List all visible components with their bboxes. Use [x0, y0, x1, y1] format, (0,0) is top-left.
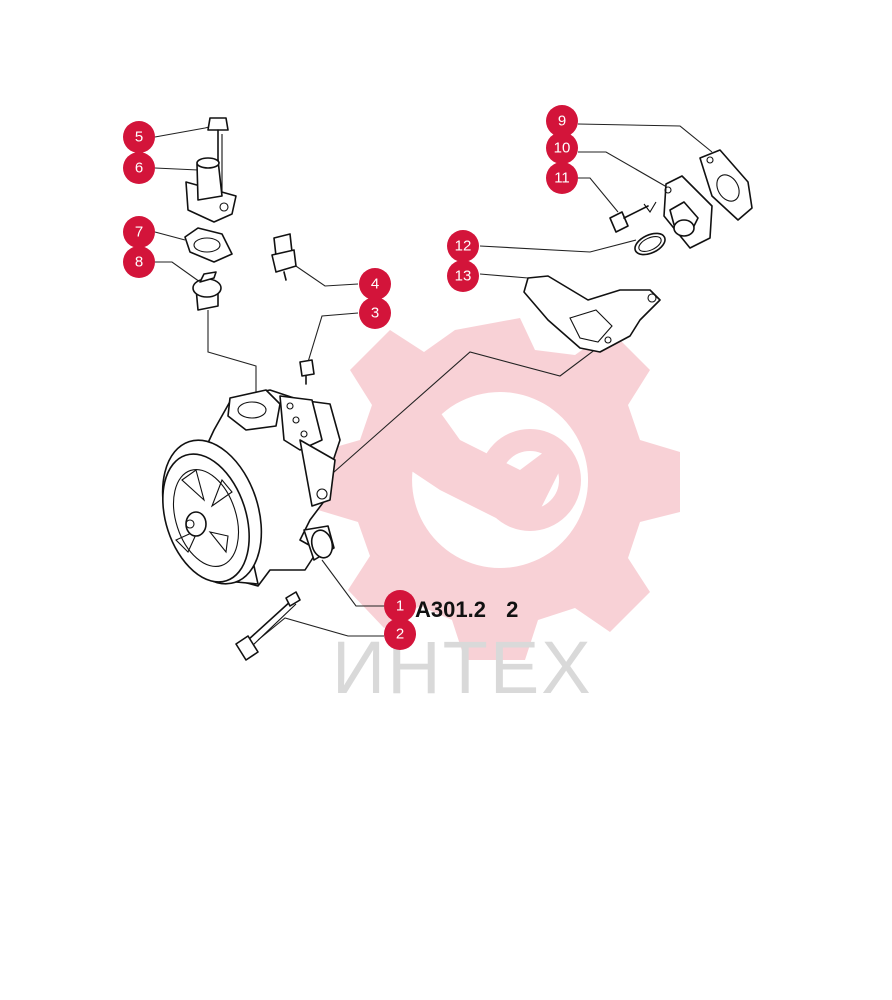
leader-2	[257, 617, 384, 641]
callout-4[interactable]: 4	[359, 268, 391, 300]
callout-3[interactable]: 3	[359, 297, 391, 329]
callout-7[interactable]: 7	[123, 216, 155, 248]
callout-5-label: 5	[135, 129, 143, 146]
gasket-plate-part-13	[523, 275, 661, 353]
flange-assembly-parts-9-12	[609, 149, 753, 256]
callout-12[interactable]: 12	[447, 230, 479, 262]
leader-4	[289, 261, 359, 287]
callout-13-label: 13	[455, 268, 472, 285]
leader-8-down	[207, 310, 257, 410]
callout-8-label: 8	[135, 254, 143, 271]
callout-3-label: 3	[371, 305, 379, 322]
callout-4-label: 4	[371, 276, 379, 293]
callout-10[interactable]: 10	[546, 132, 578, 164]
watermark-wrench-head	[479, 429, 581, 531]
leader-9	[577, 123, 713, 153]
callout-7-label: 7	[135, 224, 143, 241]
callout-11-label: 11	[554, 170, 570, 187]
outlet-elbow-part-6	[185, 157, 237, 223]
leader-10	[578, 151, 673, 191]
sensor-part-4	[271, 233, 297, 281]
leader-3	[307, 312, 359, 363]
callout-6[interactable]: 6	[123, 152, 155, 184]
leader-6	[154, 167, 199, 171]
part-code-suffix: 2	[506, 597, 518, 622]
leader-11	[578, 177, 619, 213]
watermark-gear	[318, 318, 680, 660]
callout-6-label: 6	[135, 160, 143, 177]
watermark-text: ИНТЕХ	[332, 626, 593, 709]
callout-1[interactable]: 1	[384, 590, 416, 622]
callout-5[interactable]: 5	[123, 121, 155, 153]
part-code-label: A301.2 2	[415, 597, 518, 622]
flange-gasket-part-9	[699, 149, 753, 221]
leader-12	[479, 239, 637, 253]
thermostat-part-8	[192, 271, 222, 311]
callout-11[interactable]: 11	[546, 162, 578, 194]
callout-9-label: 9	[558, 113, 566, 130]
watermark-wrench	[395, 405, 560, 520]
bolt-part-11	[609, 201, 657, 233]
leader-5	[154, 125, 214, 138]
callout-2-label: 2	[396, 626, 404, 643]
callout-10-label: 10	[554, 140, 571, 157]
callout-2[interactable]: 2	[384, 618, 416, 650]
o-ring-part-12	[634, 232, 666, 256]
pump-pulley	[161, 439, 263, 585]
callout-9[interactable]: 9	[546, 105, 578, 137]
callout-1-label: 1	[396, 598, 404, 615]
leader-7	[154, 231, 186, 241]
callout-12-label: 12	[455, 238, 472, 255]
sensor-part-3	[299, 359, 315, 385]
part-code: A301.2	[415, 597, 486, 622]
leader-13	[479, 273, 529, 279]
leader-1	[321, 559, 384, 607]
callout-13[interactable]: 13	[447, 260, 479, 292]
callouts: 1 2 3 4 5 6 7 8 9 10 11 12 13	[123, 105, 578, 650]
leader-8	[155, 261, 201, 283]
long-bolt-part-2	[235, 591, 301, 661]
callout-8[interactable]: 8	[123, 246, 155, 278]
watermark-logo	[318, 318, 680, 660]
gasket-part-7	[184, 227, 233, 263]
